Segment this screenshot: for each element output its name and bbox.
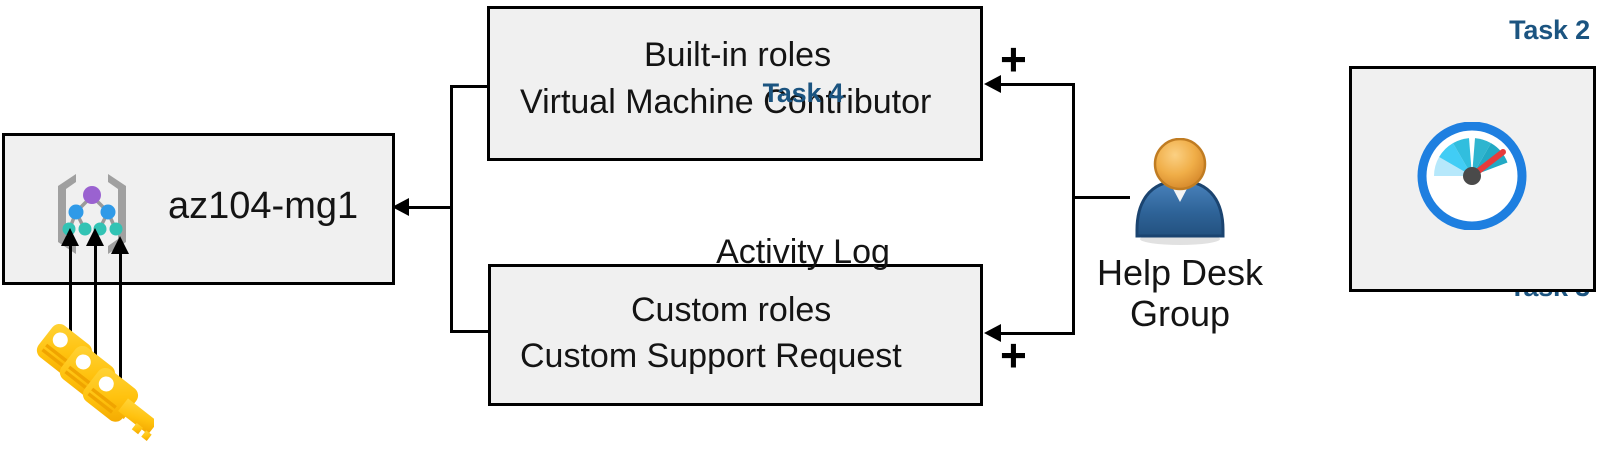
key-arrow-line-3 [119, 253, 122, 405]
task-3-line-2: Custom Support Request [520, 337, 902, 375]
task-3-box[interactable] [488, 264, 983, 406]
activity-log-gauge-icon [1412, 121, 1532, 231]
task-2-line-1: Built-in roles [644, 36, 832, 74]
connector-left-top-stub [450, 85, 490, 88]
arrowhead-to-task-3 [984, 324, 1001, 342]
task-1-resource-name: az104-mg1 [168, 185, 359, 227]
key-arrow-line-1 [69, 245, 72, 345]
task-2-box[interactable] [487, 6, 983, 161]
key-arrow-line-2 [94, 245, 97, 370]
task-1-box[interactable] [2, 133, 395, 285]
plus-sign-bottom: + [1000, 329, 1027, 381]
connector-to-task-1 [408, 206, 452, 209]
connector-right-vertical [1072, 83, 1075, 335]
keys-icon [34, 308, 158, 449]
help-desk-group-label: Help Desk Group [1072, 252, 1288, 335]
connector-to-task-3 [1000, 332, 1075, 335]
connector-left-bottom-stub [450, 330, 490, 333]
connector-from-help-desk [1072, 196, 1130, 199]
help-desk-label-line-1: Help Desk [1096, 252, 1264, 293]
task-2-line-2: Virtual Machine Contributor [520, 83, 932, 121]
key-arrowhead-1 [61, 228, 79, 246]
task-4-resource-name: Activity Log [716, 233, 890, 271]
task-3-line-1: Custom roles [631, 291, 832, 329]
arrowhead-to-task-2 [984, 75, 1001, 93]
task-4-label: Task 4 [762, 78, 844, 108]
connector-to-task-2 [1000, 83, 1075, 86]
connector-left-vertical [450, 85, 453, 333]
help-desk-label-line-2: Group [1129, 293, 1231, 335]
plus-sign-top: + [1000, 33, 1027, 85]
task-2-label: Task 2 [1509, 15, 1590, 45]
key-arrowhead-2 [86, 228, 104, 246]
arrowhead-to-task-1 [392, 198, 409, 216]
help-desk-user-icon [1126, 137, 1234, 248]
key-arrowhead-3 [111, 236, 129, 254]
